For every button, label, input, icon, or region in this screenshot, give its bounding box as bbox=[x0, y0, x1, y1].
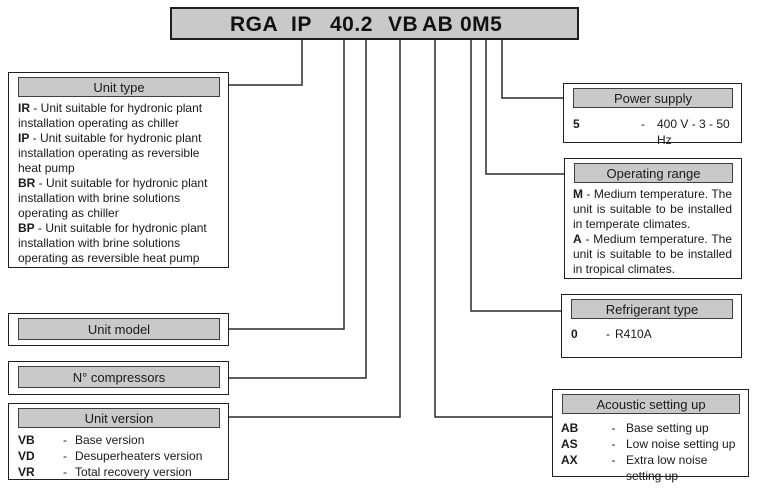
entry-code: 5 bbox=[573, 117, 580, 131]
wire-unit-model bbox=[229, 40, 345, 330]
wire-power-supply bbox=[501, 40, 563, 99]
wire-unit-version bbox=[229, 40, 401, 418]
acoustic-entry: AB -Base setting up bbox=[561, 420, 742, 436]
entry-separator: - bbox=[606, 327, 610, 341]
entry-text: - Unit suitable for hydronic plant insta… bbox=[18, 221, 207, 265]
operating-range-box: Operating range M - Medium temperature. … bbox=[564, 158, 742, 279]
entry-text: Base setting up bbox=[626, 421, 709, 435]
entry-separator: - bbox=[63, 465, 67, 479]
entry-text: - Medium temperature. The unit is suitab… bbox=[573, 187, 732, 231]
entry-code: AS bbox=[561, 437, 578, 451]
n-compressors-box: N° compressors bbox=[8, 361, 229, 395]
unit-model-title: Unit model bbox=[87, 321, 151, 337]
code-segment-model: 40.2 bbox=[330, 13, 373, 36]
operating-range-title: Operating range bbox=[606, 165, 701, 181]
power-supply-title: Power supply bbox=[613, 90, 693, 106]
acoustic-setting-title: Acoustic setting up bbox=[596, 396, 706, 412]
entry-text: Low noise setting up bbox=[626, 437, 736, 451]
entry-text: Desuperheaters version bbox=[75, 449, 203, 463]
power-supply-entry: 5 -400 V - 3 - 50 Hz bbox=[573, 116, 735, 148]
wire-acoustic bbox=[434, 40, 552, 418]
wire-operating-range bbox=[485, 40, 564, 175]
entry-text: Total recovery version bbox=[75, 465, 192, 479]
unit-type-header: Unit type bbox=[18, 77, 220, 97]
refrigerant-type-header: Refrigerant type bbox=[571, 299, 733, 319]
refrigerant-type-box: Refrigerant type 0 -R410A bbox=[561, 294, 742, 358]
entry-text: R410A bbox=[615, 327, 652, 341]
entry-separator: - bbox=[611, 421, 616, 435]
entry-code: A bbox=[573, 232, 582, 246]
entry-code: IR bbox=[18, 101, 30, 115]
operating-range-header: Operating range bbox=[574, 163, 733, 183]
unit-type-entry: BR - Unit suitable for hydronic plant in… bbox=[18, 176, 222, 221]
code-segment-version: VB bbox=[388, 13, 419, 36]
unit-version-body: VB-Base version VD-Desuperheaters versio… bbox=[9, 428, 228, 480]
operating-range-entry: A - Medium temperature. The unit is suit… bbox=[573, 232, 732, 277]
wire-refrigerant bbox=[470, 40, 561, 312]
entry-text: Extra low noise setting up bbox=[626, 453, 708, 483]
unit-version-title: Unit version bbox=[84, 410, 154, 426]
code-segment-acoustic: AB bbox=[422, 13, 454, 36]
code-segment-refrigerant-range-power: 0M5 bbox=[460, 13, 503, 36]
entry-text: 400 V - 3 - 50 Hz bbox=[657, 117, 730, 147]
entry-separator: - bbox=[611, 453, 616, 467]
operating-range-entry: M - Medium temperature. The unit is suit… bbox=[573, 187, 732, 232]
code-segment-unit-type: IP bbox=[291, 13, 312, 36]
entry-code: IP bbox=[18, 131, 30, 145]
entry-code: BR bbox=[18, 176, 36, 190]
refrigerant-type-title: Refrigerant type bbox=[605, 301, 699, 317]
unit-version-entry: VR -Total recovery version bbox=[18, 464, 222, 480]
power-supply-header: Power supply bbox=[573, 88, 733, 108]
entry-code: VR bbox=[18, 465, 35, 479]
unit-version-entry: VB -Base version bbox=[18, 432, 222, 448]
unit-version-header: Unit version bbox=[18, 408, 220, 428]
entry-code: 0 bbox=[571, 327, 578, 341]
entry-text: - Unit suitable for hydronic plant insta… bbox=[18, 131, 202, 175]
acoustic-setting-body: AB-Base setting up AS-Low noise setting … bbox=[553, 414, 748, 484]
unit-type-entry: IR - Unit suitable for hydronic plant in… bbox=[18, 101, 222, 131]
unit-type-box: Unit type IR - Unit suitable for hydroni… bbox=[8, 72, 229, 268]
entry-separator: - bbox=[611, 437, 616, 451]
unit-version-box: Unit version VB-Base version VD-Desuperh… bbox=[8, 403, 229, 480]
wire-unit-type bbox=[229, 40, 303, 86]
entry-separator: - bbox=[641, 117, 645, 131]
power-supply-body: 5 -400 V - 3 - 50 Hz bbox=[564, 108, 741, 148]
unit-model-header: Unit model bbox=[18, 318, 220, 340]
refrigerant-type-body: 0 -R410A bbox=[562, 319, 741, 342]
entry-text: Base version bbox=[75, 433, 145, 447]
n-compressors-title: N° compressors bbox=[72, 369, 166, 385]
entry-code: M bbox=[573, 187, 583, 201]
unit-type-title: Unit type bbox=[93, 79, 145, 95]
entry-separator: - bbox=[63, 433, 67, 447]
unit-type-entry: BP - Unit suitable for hydronic plant in… bbox=[18, 221, 222, 266]
unit-type-body: IR - Unit suitable for hydronic plant in… bbox=[9, 97, 228, 266]
entry-text: - Unit suitable for hydronic plant insta… bbox=[18, 176, 208, 220]
acoustic-setting-header: Acoustic setting up bbox=[562, 394, 740, 414]
entry-separator: - bbox=[63, 449, 67, 463]
wire-n-compressors bbox=[229, 40, 367, 379]
power-supply-box: Power supply 5 -400 V - 3 - 50 Hz bbox=[563, 83, 742, 147]
unit-type-entry: IP - Unit suitable for hydronic plant in… bbox=[18, 131, 222, 176]
entry-text: - Unit suitable for hydronic plant insta… bbox=[18, 101, 203, 130]
refrigerant-entry: 0 -R410A bbox=[571, 326, 735, 342]
entry-code: AB bbox=[561, 421, 579, 435]
entry-code: VB bbox=[18, 433, 35, 447]
code-segment-brand: RGA bbox=[230, 13, 279, 36]
entry-code: BP bbox=[18, 221, 35, 235]
n-compressors-header: N° compressors bbox=[18, 366, 220, 388]
entry-code: VD bbox=[18, 449, 35, 463]
model-code-box: RGA IP 40.2 VB AB 0M5 bbox=[170, 7, 579, 40]
entry-text: - Medium temperature. The unit is suitab… bbox=[573, 232, 732, 276]
acoustic-entry: AX -Extra low noise setting up bbox=[561, 452, 742, 484]
acoustic-setting-box: Acoustic setting up AB-Base setting up A… bbox=[552, 389, 749, 483]
entry-code: AX bbox=[561, 453, 578, 467]
unit-model-box: Unit model bbox=[8, 313, 229, 346]
acoustic-entry: AS -Low noise setting up bbox=[561, 436, 742, 452]
operating-range-body: M - Medium temperature. The unit is suit… bbox=[565, 183, 741, 277]
unit-version-entry: VD -Desuperheaters version bbox=[18, 448, 222, 464]
